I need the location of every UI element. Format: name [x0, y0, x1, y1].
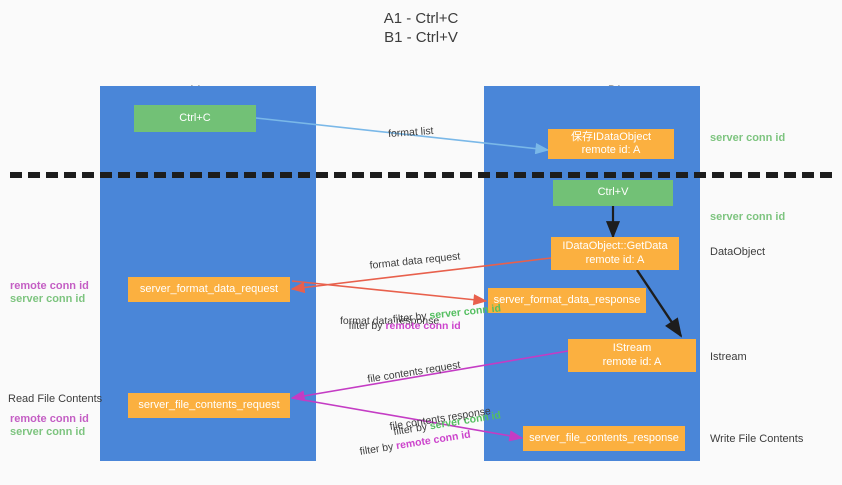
arrow-format-list: [255, 117, 550, 155]
node-save-idataobject[interactable]: 保存IDataObject remote id: A: [548, 129, 674, 159]
side-label-dataobject: DataObject: [710, 246, 766, 258]
edge-label-file-contents-request-text: file contents request: [366, 358, 462, 386]
side-label-server-conn-id-top: server conn id: [710, 132, 786, 144]
side-label-remote-conn-id-mid: remote conn id: [10, 280, 89, 292]
arrow-getdata-to-istream: [636, 269, 683, 338]
node-ctrl-v[interactable]: Ctrl+V: [553, 180, 673, 206]
side-label-istream: Istream: [710, 351, 747, 363]
filter-key-remote-conn-id: remote conn id: [395, 428, 472, 453]
arrow-format-data-request: [290, 257, 552, 294]
edge-label-format-list: format list: [375, 110, 435, 156]
edge-label-format-data-response-filter: filter by remote conn id: [337, 305, 461, 347]
node-server-file-contents-response[interactable]: server_file_contents_response: [523, 426, 685, 451]
page-title: A1 - Ctrl+C B1 - Ctrl+V: [383, 10, 459, 46]
node-istream-label: IStream: [612, 342, 652, 354]
node-idataobject-getdata-sub: remote id: A: [585, 253, 645, 266]
side-label-server-conn-id-low: server conn id: [10, 426, 86, 438]
node-istream[interactable]: IStream remote id: A: [568, 339, 696, 372]
node-istream-sub: remote id: A: [602, 355, 662, 368]
node-save-idataobject-sub: remote id: A: [581, 144, 641, 156]
node-idataobject-getdata-label: IDataObject::GetData: [562, 240, 668, 252]
edge-label-format-data-request-text: format data request: [369, 250, 461, 272]
side-label-server-conn-id-mid: server conn id: [10, 293, 86, 305]
arrow-format-data-response: [291, 280, 488, 306]
node-idataobject-getdata[interactable]: IDataObject::GetData remote id: A: [551, 237, 679, 270]
arrow-file-contents-response: [291, 397, 524, 442]
side-label-read-file-contents: Read File Contents: [8, 393, 103, 405]
phase-divider: [10, 172, 832, 178]
node-server-file-contents-request-label: server_file_contents_request: [138, 398, 280, 411]
filter-prefix: filter by: [358, 440, 398, 458]
node-server-file-contents-request[interactable]: server_file_contents_request: [128, 393, 290, 418]
node-ctrl-v-label: Ctrl+V: [597, 186, 629, 199]
arrow-file-contents-request: [290, 350, 569, 402]
node-server-format-data-request[interactable]: server_format_data_request: [128, 277, 290, 302]
side-label-remote-conn-id-low: remote conn id: [10, 413, 89, 425]
edge-label-format-data-response: format data response: [340, 286, 439, 356]
node-server-format-data-request-label: server_format_data_request: [139, 282, 279, 295]
node-server-format-data-response[interactable]: server_format_data_response: [488, 288, 646, 313]
node-server-file-contents-response-label: server_file_contents_response: [529, 431, 679, 444]
node-server-format-data-response-label: server_format_data_response: [493, 293, 641, 306]
node-ctrl-c-label: Ctrl+C: [179, 111, 211, 124]
edge-label-format-data-response-text: format data response: [340, 315, 440, 327]
side-label-server-conn-id-second: server conn id: [710, 211, 786, 223]
filter-prefix: filter by: [348, 320, 386, 332]
side-label-write-file-contents: Write File Contents: [710, 433, 804, 445]
node-ctrl-c[interactable]: Ctrl+C: [134, 105, 256, 132]
filter-key-remote-conn-id: remote conn id: [385, 320, 461, 332]
node-save-idataobject-label: 保存IDataObject: [570, 130, 652, 143]
edge-label-format-list-text: format list: [387, 124, 434, 141]
